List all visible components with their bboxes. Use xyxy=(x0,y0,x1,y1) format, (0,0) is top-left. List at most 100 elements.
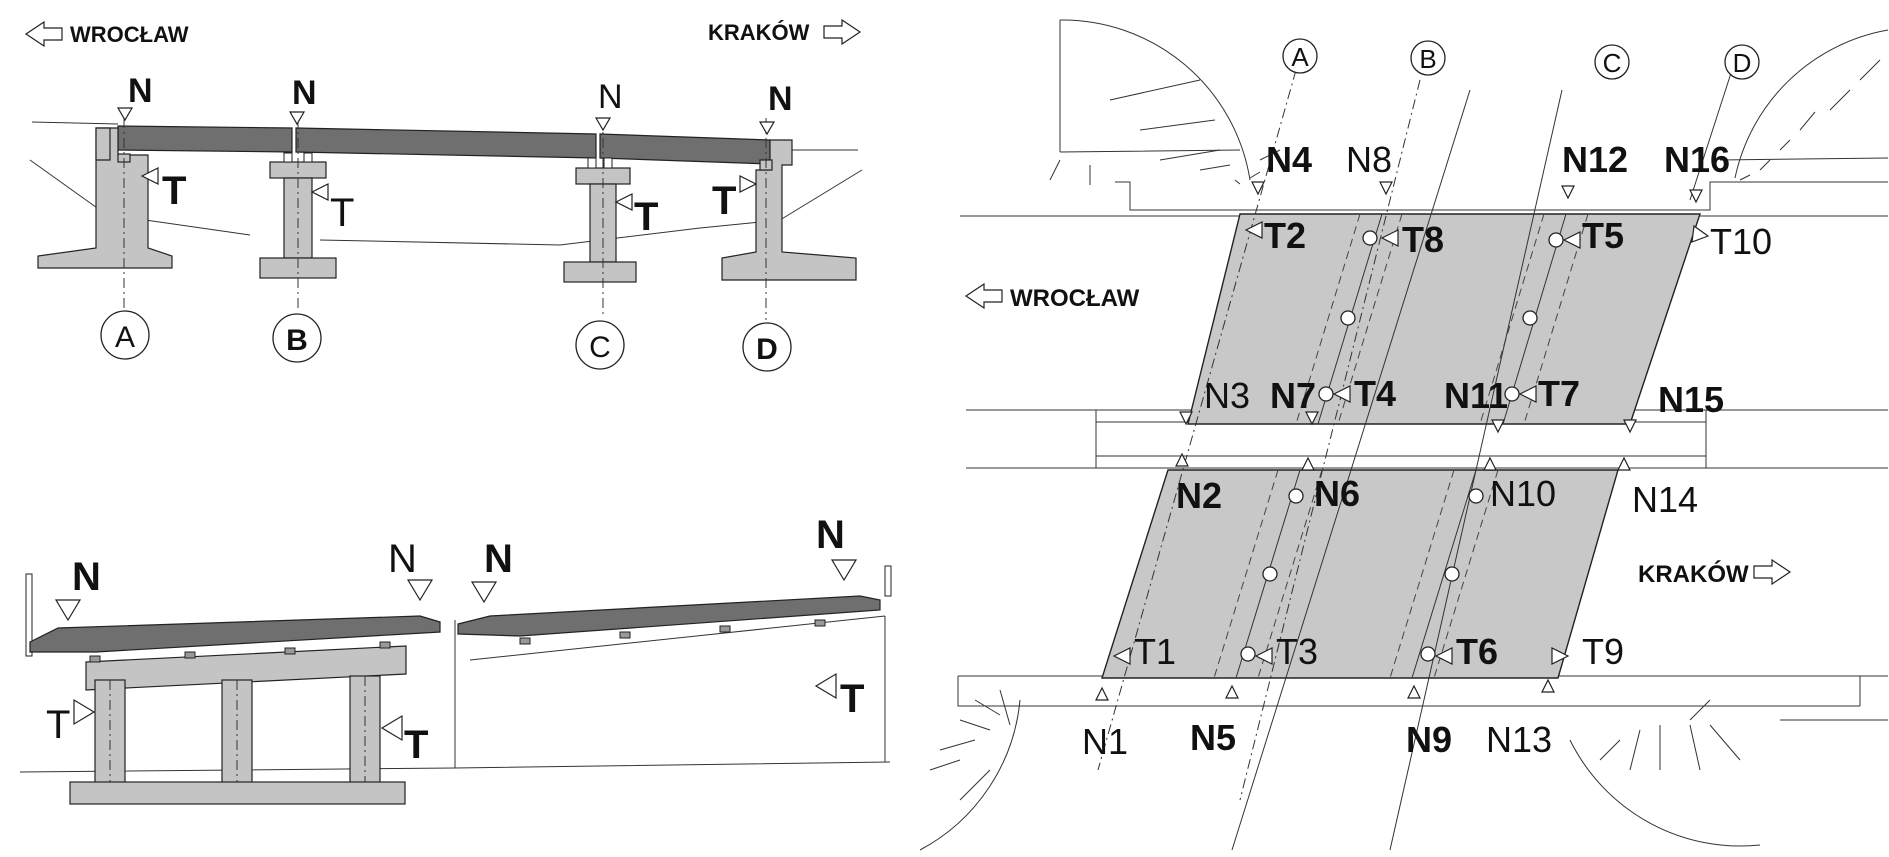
direction-wroclaw-plan: WROCŁAW xyxy=(964,282,1140,312)
city-label: KRAKÓW xyxy=(708,20,810,45)
deck-span-3 xyxy=(599,133,771,165)
t-label: T10 xyxy=(1710,221,1772,262)
crossbeam xyxy=(85,645,407,691)
axis-lines-plan xyxy=(1097,69,1421,801)
t-label: T xyxy=(712,179,736,223)
slope-cones xyxy=(919,19,1889,851)
elevation-view: WROCŁAW KRAKÓW xyxy=(24,18,863,372)
t-label: T2 xyxy=(1264,215,1306,256)
axis-label: B xyxy=(1419,44,1436,74)
n-markers-plan xyxy=(1095,181,1703,701)
lower-deck-span xyxy=(1101,469,1619,679)
ground-line xyxy=(31,121,858,151)
t-marker-icon xyxy=(140,167,159,185)
t-labels-plan: T1 T2 T3 T4 T5 T6 T7 T8 T9 T10 xyxy=(1134,215,1772,672)
t-markers-elevation: T T T T xyxy=(140,167,758,239)
plan-view: A B C D WROCŁAW KRAKÓW xyxy=(919,19,1889,851)
axis-label: C xyxy=(589,331,611,364)
n-label: N xyxy=(292,74,317,112)
axis-label: D xyxy=(1733,48,1752,78)
n-label: N5 xyxy=(1190,717,1236,758)
n-label: N xyxy=(816,513,845,557)
deck-span-2 xyxy=(295,127,597,159)
girder-bearing-circles xyxy=(1240,230,1564,662)
bearings xyxy=(89,619,826,663)
arrow-right-icon xyxy=(1753,558,1792,586)
t-label: T xyxy=(46,703,70,747)
n-label: N15 xyxy=(1658,379,1724,420)
city-label: KRAKÓW xyxy=(1638,560,1749,588)
axis-lines xyxy=(123,118,767,320)
axis-d-circle xyxy=(742,322,792,372)
south-abutment xyxy=(957,675,1888,707)
n-markers-elevation: N N N N xyxy=(116,72,793,136)
t-marker-icon xyxy=(739,175,758,193)
right-railing xyxy=(884,565,892,597)
arrow-right-icon xyxy=(823,18,862,46)
n-marker-icon xyxy=(594,117,612,132)
n-markers-section: N N N N xyxy=(54,513,858,622)
n-label: N3 xyxy=(1204,375,1250,416)
n-label: N xyxy=(768,80,793,118)
n-label: N xyxy=(598,78,623,116)
t-label: T4 xyxy=(1354,373,1396,414)
t-label: T xyxy=(162,169,186,213)
axis-c-circle xyxy=(575,320,625,370)
n-label: N16 xyxy=(1664,139,1730,180)
n-marker-icon xyxy=(470,581,498,604)
arrow-left-icon xyxy=(24,20,63,48)
t-markers-plan xyxy=(1112,221,1710,665)
axis-a-circle xyxy=(100,310,150,360)
north-abutment xyxy=(1115,181,1888,211)
n-label: N4 xyxy=(1266,139,1312,180)
t-label: T xyxy=(330,191,354,235)
t-markers-section: T T T xyxy=(46,672,864,767)
t-label: T1 xyxy=(1134,631,1176,672)
n-label: N7 xyxy=(1270,375,1316,416)
n-marker-icon xyxy=(116,107,134,122)
n-label: N11 xyxy=(1444,375,1508,416)
n-label: N6 xyxy=(1314,473,1360,514)
cross-section-view: N N N N T T T xyxy=(19,513,892,805)
girder-outlines xyxy=(1213,213,1589,679)
t-marker-icon xyxy=(814,672,837,700)
cross-deck-left xyxy=(29,615,441,653)
t-label: T8 xyxy=(1402,219,1444,260)
axis-label: C xyxy=(1603,48,1622,78)
n-label: N1 xyxy=(1082,721,1128,762)
n-label: N9 xyxy=(1406,719,1452,760)
axis-label: B xyxy=(286,324,308,357)
n-label: N2 xyxy=(1176,475,1222,516)
n-label: N14 xyxy=(1632,479,1698,520)
n-marker-icon xyxy=(288,111,306,126)
n-labels-plan: N1 N2 N3 N4 N5 N6 N7 N8 N9 N10 N11 N12 N… xyxy=(1082,139,1730,762)
cross-deck-right xyxy=(457,595,881,637)
skew-lines xyxy=(1231,69,1733,851)
city-label: WROCŁAW xyxy=(1010,285,1140,312)
direction-wroclaw-top: WROCŁAW xyxy=(24,20,189,48)
n-label: N xyxy=(128,72,153,110)
t-marker-icon xyxy=(380,714,403,742)
t-label: T9 xyxy=(1582,631,1624,672)
n-marker-icon xyxy=(830,559,858,582)
terrain-line xyxy=(29,159,863,246)
n-marker-icon xyxy=(758,121,776,136)
n-label: N13 xyxy=(1486,719,1552,760)
axis-label: A xyxy=(1291,42,1309,72)
direction-krakow-plan: KRAKÓW xyxy=(1638,558,1792,588)
n-label: N10 xyxy=(1490,473,1556,514)
t-marker-icon xyxy=(310,183,329,201)
t-label: T xyxy=(840,677,864,721)
n-label: N xyxy=(484,537,513,581)
n-label: N xyxy=(72,555,101,599)
axis-markers-elevation: A B C D xyxy=(100,310,792,372)
n-marker-icon xyxy=(54,599,82,622)
city-label: WROCŁAW xyxy=(70,22,189,47)
axis-label: D xyxy=(756,333,778,366)
arrow-left-icon xyxy=(964,282,1003,310)
pier-c xyxy=(563,157,637,283)
left-railing xyxy=(25,573,33,657)
t-label: T5 xyxy=(1582,215,1624,256)
